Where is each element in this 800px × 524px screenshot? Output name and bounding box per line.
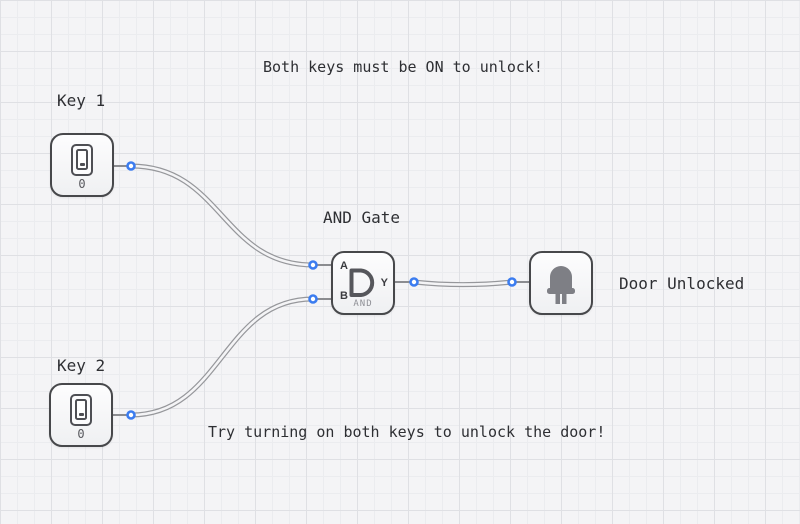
annotation-hint: Try turning on both keys to unlock the d… [208,423,606,441]
gate-pin-y-label: Y [380,277,388,289]
connection-node-gate-b[interactable] [308,294,318,304]
connection-node-gate-a[interactable] [308,260,318,270]
wire-gate-y-to-led [411,279,515,288]
switch-icon [71,144,93,176]
key2-switch-value: 0 [77,427,85,441]
annotation-title: Both keys must be ON to unlock! [263,58,543,76]
connection-node-gate-y[interactable] [409,277,419,287]
connection-node-key2-out[interactable] [126,410,136,420]
gate-caption: AND [353,299,373,309]
wire-key2-to-gate-b [128,296,316,418]
gate-pin-a-label: A [340,260,348,272]
led-label: Door Unlocked [619,274,745,293]
switch-icon [70,394,92,426]
and-gate-label: AND Gate [323,208,401,227]
gate-pin-b-label: B [340,290,348,302]
and-gate-icon [349,268,375,297]
key2-label: Key 2 [57,356,106,375]
led-icon [547,266,575,304]
connection-node-key1-out[interactable] [126,161,136,171]
key1-label: Key 1 [57,91,106,110]
wire-key1-to-gate-a [128,163,316,268]
key1-switch-value: 0 [78,177,86,191]
and-gate[interactable]: A B Y AND [331,251,395,315]
key2-switch[interactable]: 0 [49,383,113,447]
led-component[interactable] [529,251,593,315]
key1-switch[interactable]: 0 [50,133,114,197]
connection-node-led-in[interactable] [507,277,517,287]
